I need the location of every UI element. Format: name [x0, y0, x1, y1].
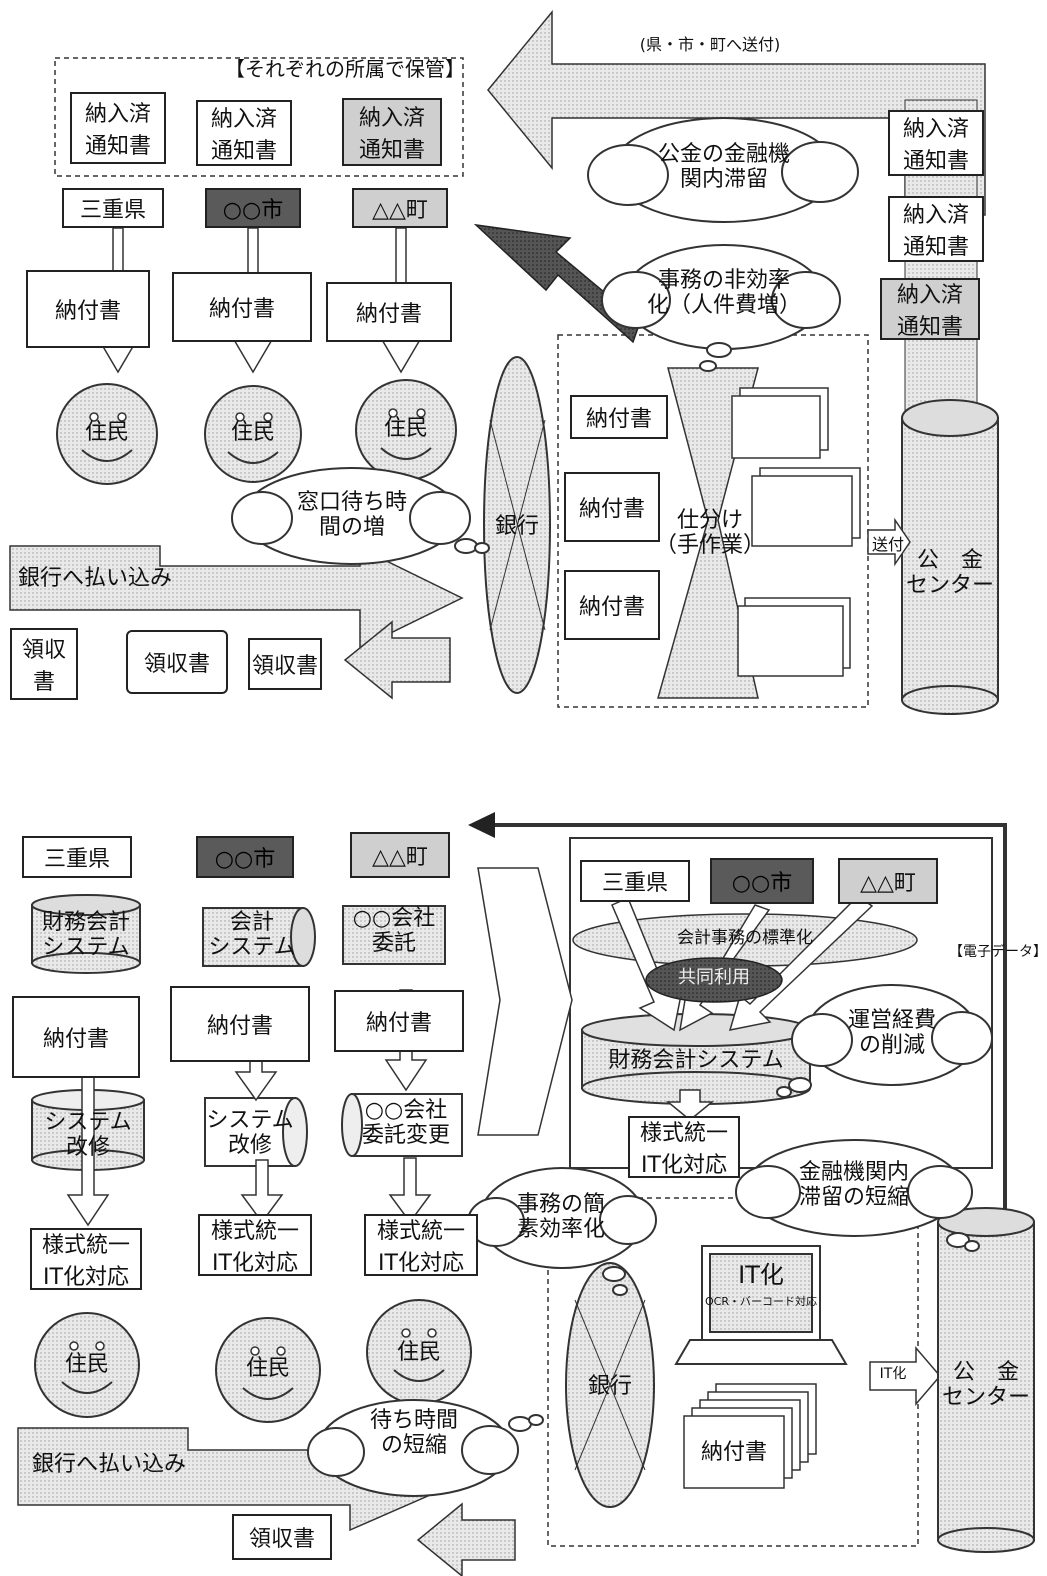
- center-label-bottom: 公 金 センター: [941, 1360, 1030, 1411]
- send-label: (県・市・町へ送付): [639, 35, 781, 54]
- slip-label-bottom: 納付書: [700, 1440, 767, 1465]
- entity-city-top: ○○市: [205, 188, 301, 228]
- sort-slip-2: 納付書: [564, 472, 660, 542]
- receipt-1-top: 領収書: [10, 628, 78, 700]
- sort-slip-1: 納付書: [570, 395, 668, 439]
- change-3-bottom: ○○会社 委託変更: [361, 1098, 450, 1149]
- clouds-bottom: [307, 984, 993, 1497]
- resident-2-bottom: 住民: [245, 1356, 290, 1381]
- unify-1-bottom: 様式統一 IT化対応: [30, 1228, 142, 1290]
- stored-notice-2: 納入済 通知書: [196, 100, 292, 166]
- receipt-arrow-bottom: [416, 1502, 516, 1576]
- fin-system-cylinder: [581, 1013, 811, 1105]
- entity-town-bottom: △△町: [350, 832, 450, 878]
- fin-system-label: 財務会計システム: [608, 1048, 784, 1073]
- cylinders-bottom: [31, 894, 463, 1171]
- payment-slip-3-bottom: 納付書: [334, 990, 464, 1052]
- ocr-label: OCR・バーコード対応: [705, 1295, 817, 1308]
- system-2-bottom: 会計 システム: [208, 910, 296, 961]
- resident-faces-bottom: [34, 1299, 472, 1423]
- inner-entity-mie: 三重県: [580, 860, 690, 902]
- cloud-simplify-label: 事務の簡 素効率化: [516, 1192, 605, 1243]
- center-label-top: 公 金 センター: [905, 548, 994, 599]
- standardize-label: 会計事務の標準化: [677, 928, 813, 948]
- sent-notice-2: 納入済 通知書: [888, 196, 984, 262]
- unify-2-bottom: 様式統一 IT化対応: [198, 1214, 312, 1276]
- change-1-bottom: システム 改修: [44, 1110, 132, 1161]
- cloud-wait-bottom: 待ち時間 の短縮: [369, 1408, 458, 1459]
- resident-1-top: 住民: [84, 420, 129, 445]
- entity-town-top: △△町: [352, 188, 448, 228]
- clouds-top: [231, 117, 859, 565]
- resident-faces-top: [56, 379, 457, 485]
- payment-slip-1-top: 納付書: [26, 270, 150, 348]
- bank-label-top: 銀行: [494, 514, 539, 539]
- sort-slip-3: 納付書: [564, 570, 660, 640]
- stored-notice-3: 納入済 通知書: [342, 98, 442, 166]
- send-small-label: 送付: [871, 535, 904, 554]
- sent-notice-1: 納入済 通知書: [888, 110, 984, 176]
- shared-use-label: 共同利用: [678, 967, 750, 988]
- resident-2-top: 住民: [230, 420, 275, 445]
- resident-1-bottom: 住民: [64, 1352, 109, 1377]
- resident-3-top: 住民: [383, 416, 428, 441]
- bank-ellipse-bottom: [565, 1262, 655, 1508]
- unify-3-bottom: 様式統一 IT化対応: [364, 1214, 478, 1276]
- send-arrow-small: [867, 517, 911, 567]
- paper-stack-bottom: [683, 1383, 817, 1489]
- entity-mie-top: 三重県: [62, 188, 164, 228]
- bank-ellipse-top: [483, 356, 551, 694]
- change-2-bottom: システム 改修: [206, 1108, 294, 1159]
- payment-slip-3-top: 納付書: [326, 282, 452, 342]
- receipt-2-top: 領収書: [126, 630, 228, 694]
- chevron-arrow: [477, 867, 573, 1136]
- system-3-bottom: ○○会社 委託: [352, 906, 436, 957]
- center-cylinder-top: [901, 399, 999, 715]
- shared-ellipse: [645, 957, 783, 1003]
- resident-3-bottom: 住民: [396, 1340, 441, 1365]
- sent-notice-3: 納入済 通知書: [880, 278, 980, 340]
- cloud-stagnation-bottom: 金融機関内 滞留の短縮: [798, 1160, 909, 1211]
- cloud-cost-label: 運営経費 の削減: [847, 1008, 936, 1059]
- pay-arrow-top: [9, 545, 464, 650]
- storage-box: [54, 57, 464, 177]
- receipt-arrow-top: [343, 620, 451, 700]
- cloud-stagnation-top: 公金の金融機 関内滞留: [657, 142, 790, 193]
- payment-slip-2-bottom: 納付書: [170, 986, 310, 1062]
- entity-mie-bottom: 三重県: [22, 836, 132, 878]
- it-label: IT化: [738, 1261, 784, 1289]
- cloud-wait-top: 窓口待ち時 間の増: [296, 490, 407, 541]
- inner-entity-city: ○○市: [710, 858, 814, 904]
- receipt-3-top: 領収書: [248, 638, 322, 690]
- loop-line: [495, 823, 1007, 1245]
- cloud-inefficiency-top: 事務の非効率 化（人件費増）: [646, 268, 801, 319]
- it-arrow-label: IT化: [879, 1366, 907, 1382]
- payment-slip-1-bottom: 納付書: [12, 996, 140, 1078]
- bank-label-bottom: 銀行: [587, 1374, 632, 1399]
- receipt-bottom: 領収書: [232, 1514, 332, 1560]
- laptop-icon: [674, 1245, 848, 1365]
- storage-label: 【それぞれの所属で保管】: [225, 57, 465, 81]
- electronic-data-label: 【電子データ】: [949, 944, 1047, 960]
- entity-city-bottom: ○○市: [196, 836, 294, 878]
- it-arrow: [869, 1345, 941, 1407]
- pay-arrow-label-bottom: 銀行へ払い込み: [32, 1452, 187, 1477]
- payment-slip-2-top: 納付書: [172, 272, 312, 342]
- system-1-bottom: 財務会計 システム: [41, 910, 130, 961]
- paper-stacks-top: [731, 387, 861, 677]
- sorting-label: 仕分け （手作業）: [654, 508, 765, 559]
- inner-entity-town: △△町: [838, 858, 938, 904]
- pay-arrow-label-top: 銀行へ払い込み: [18, 566, 173, 591]
- center-cylinder-bottom: [937, 1207, 1035, 1553]
- stored-notice-1: 納入済 通知書: [70, 92, 166, 164]
- unify-inner: 様式統一 IT化対応: [628, 1116, 740, 1178]
